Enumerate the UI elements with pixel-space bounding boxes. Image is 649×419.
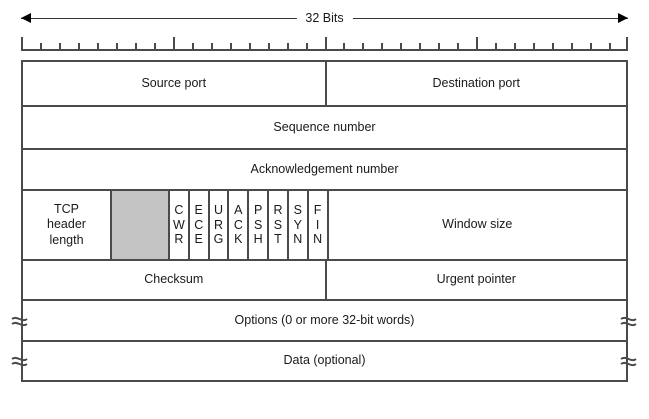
ruler-tick	[191, 43, 194, 51]
ruler-tick	[476, 37, 479, 51]
bit-width-arrow: 32 Bits	[21, 8, 628, 30]
flag-letter: T	[274, 232, 282, 247]
cell-data: Data (optional)	[283, 353, 366, 368]
arrow-head-left-icon	[21, 13, 31, 23]
ruler-tick	[438, 43, 441, 51]
ruler-tick	[533, 43, 536, 51]
flag-letter: R	[273, 202, 283, 217]
ruler-tick	[115, 43, 118, 51]
cell-acknowledgement-number: Acknowledgement number	[250, 161, 399, 176]
ruler-tick	[96, 43, 99, 51]
flag-letter: S	[293, 202, 302, 217]
flag-letter: C	[174, 202, 184, 217]
bit-width-label: 32 Bits	[296, 8, 353, 28]
table-row-data: Data (optional)	[11, 340, 637, 382]
header-length-line-1: TCP	[54, 201, 79, 216]
ruler-tick	[58, 43, 61, 51]
ruler-tick	[381, 43, 384, 51]
ruler-tick	[609, 43, 612, 51]
flag-letter: H	[253, 232, 263, 247]
ruler-tick	[571, 43, 574, 51]
flag-letter: U	[214, 202, 224, 217]
table-row-sequence-number: Sequence number	[21, 105, 628, 148]
ruler-tick	[419, 43, 422, 51]
flag-letter: P	[253, 202, 263, 217]
ruler-tick	[552, 43, 555, 51]
flag-letter: A	[234, 202, 243, 217]
ruler-tick	[590, 43, 593, 51]
table-row-acknowledgement-number: Acknowledgement number	[21, 148, 628, 189]
cell-reserved-bits	[110, 191, 170, 259]
ruler-tick	[362, 43, 365, 51]
flag-letter: R	[174, 232, 184, 247]
ruler-tick	[286, 43, 289, 51]
table-row-options: Options (0 or more 32-bit words)	[11, 299, 637, 340]
cell-source-port: Source port	[141, 75, 207, 90]
flag-letter: N	[313, 232, 323, 247]
ruler-tick	[400, 43, 403, 51]
flag-letter: E	[194, 232, 203, 247]
cell-checksum: Checksum	[144, 272, 204, 287]
arrow-head-right-icon	[618, 13, 628, 23]
ruler-tick	[267, 43, 270, 51]
ruler-tick	[229, 43, 232, 51]
bit-ruler	[21, 36, 628, 51]
ruler-tick	[39, 43, 42, 51]
cell-options: Options (0 or more 32-bit words)	[234, 312, 415, 327]
ruler-tick	[457, 43, 460, 51]
flag-letter: S	[253, 217, 263, 232]
flag-letter: N	[293, 232, 303, 247]
header-table: Source port Destination port Sequence nu…	[11, 60, 637, 382]
cell-window-size: Window size	[326, 191, 627, 259]
flag-letter: I	[315, 217, 320, 232]
header-length-line-2: header	[47, 217, 86, 232]
ruler-tick	[305, 43, 308, 51]
flag-letter: R	[214, 217, 224, 232]
flag-letter: E	[194, 202, 203, 217]
flag-letter: F	[313, 202, 322, 217]
cell-sequence-number: Sequence number	[273, 119, 376, 134]
flag-letter: S	[273, 217, 283, 232]
ruler-tick	[134, 43, 137, 51]
flag-letter: K	[234, 232, 243, 247]
ruler-tick	[210, 43, 213, 51]
table-row-checksum: Checksum Urgent pointer	[21, 259, 628, 299]
ruler-tick	[248, 43, 251, 51]
cell-urgent-pointer: Urgent pointer	[324, 261, 627, 299]
ruler-tick	[172, 37, 175, 51]
cell-destination-port: Destination port	[324, 62, 627, 105]
flag-letter: C	[194, 217, 204, 232]
table-row-ports: Source port Destination port	[21, 60, 628, 105]
ruler-tick	[324, 37, 327, 51]
flag-letter: W	[173, 217, 185, 232]
ruler-tick	[626, 37, 628, 51]
flag-letter: C	[233, 217, 243, 232]
header-length-line-3: length	[49, 232, 84, 247]
ruler-tick	[495, 43, 498, 51]
ruler-tick	[21, 37, 23, 51]
ruler-tick	[77, 43, 80, 51]
ruler-tick	[343, 43, 346, 51]
flag-letter: Y	[293, 217, 302, 232]
ruler-tick	[153, 43, 156, 51]
flag-letter: G	[213, 232, 224, 247]
ruler-tick	[514, 43, 517, 51]
cell-tcp-header-length: TCP header length	[23, 191, 110, 259]
